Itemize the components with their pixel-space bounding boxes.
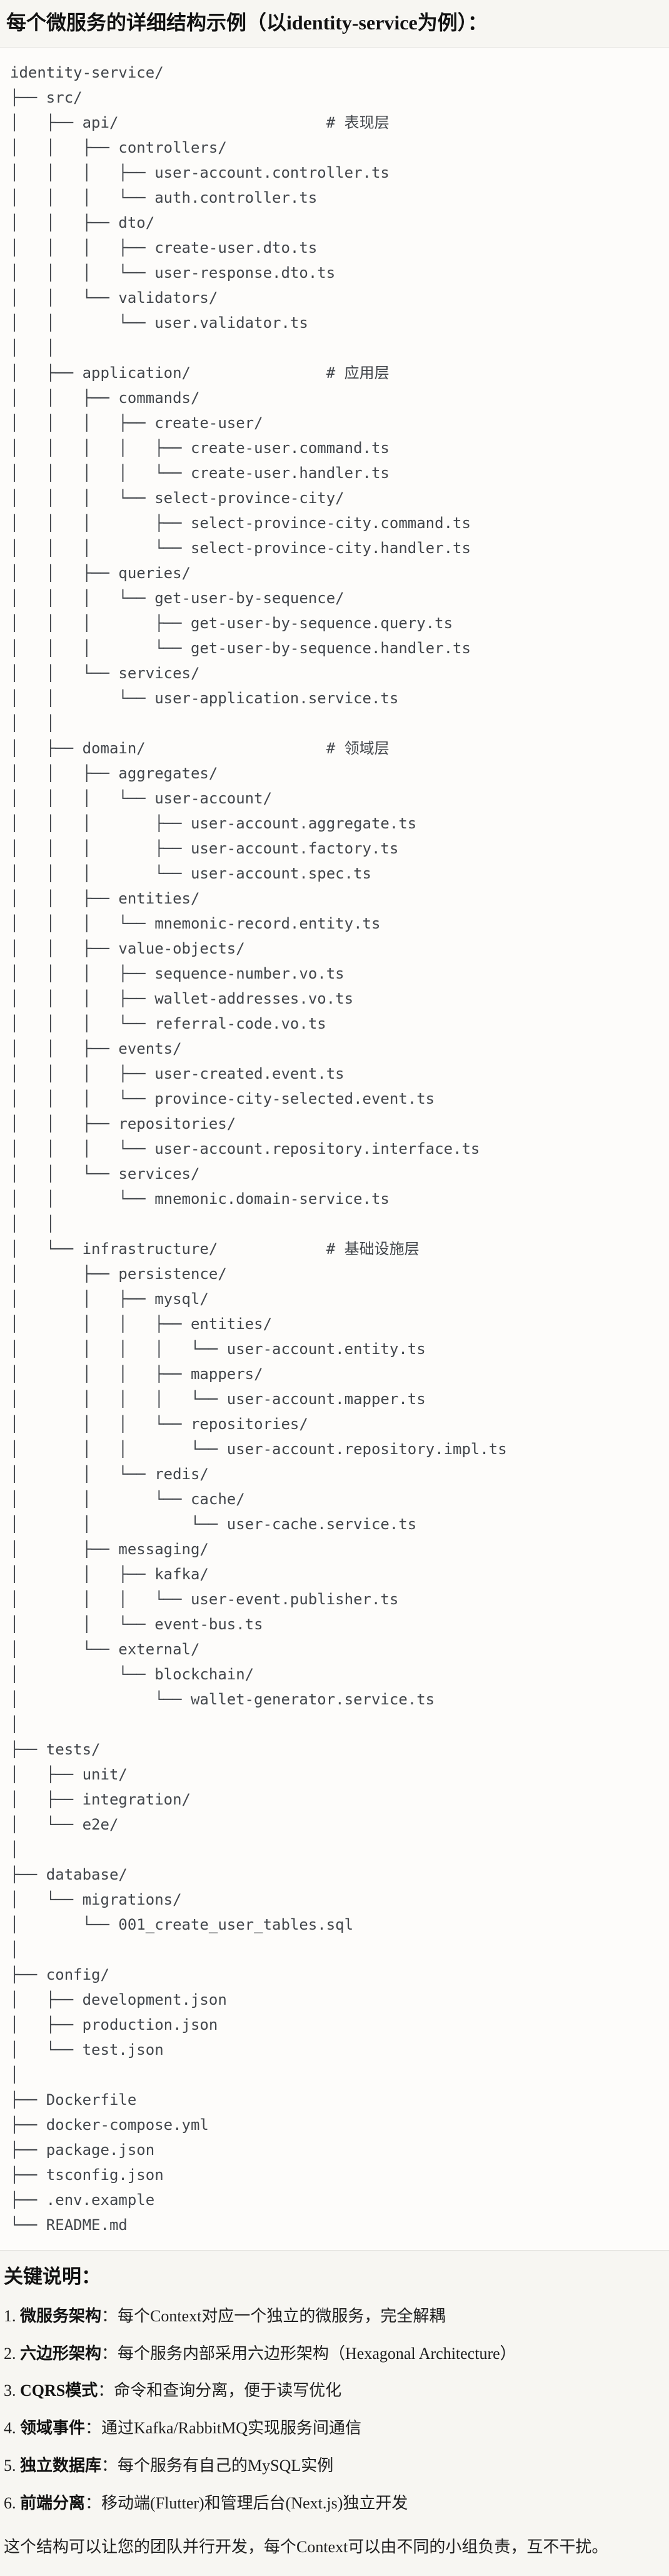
note-number: 6. — [4, 2493, 20, 2512]
note-item-microservices: 1. 微服务架构：每个Context对应一个独立的微服务，完全解耦 — [4, 2306, 663, 2327]
note-separator: ： — [101, 2306, 118, 2325]
note-item-frontend-separation: 6. 前端分离：移动端(Flutter)和管理后台(Next.js)独立开发 — [4, 2493, 663, 2514]
note-item-hexagonal: 2. 六边形架构：每个服务内部采用六边形架构（Hexagonal Archite… — [4, 2343, 663, 2365]
note-text: 命令和查询分离，便于读写优化 — [114, 2381, 342, 2400]
note-text: 每个服务内部采用六边形架构（Hexagonal Architecture） — [118, 2344, 516, 2363]
key-notes-heading: 关键说明： — [4, 2265, 101, 2288]
note-separator: ： — [101, 2456, 118, 2475]
note-label: CQRS模式 — [20, 2381, 98, 2400]
note-number: 1. — [4, 2306, 20, 2325]
note-text: 通过Kafka/RabbitMQ实现服务间通信 — [101, 2419, 361, 2438]
note-item-cqrs: 3. CQRS模式：命令和查询分离，便于读写优化 — [4, 2380, 663, 2401]
note-label: 前端分离 — [20, 2493, 86, 2512]
note-separator: ： — [85, 2419, 102, 2438]
note-number: 4. — [4, 2419, 20, 2438]
note-label: 独立数据库 — [20, 2456, 102, 2475]
note-number: 3. — [4, 2381, 20, 2400]
note-separator: ： — [101, 2344, 118, 2363]
note-separator: ： — [85, 2493, 102, 2512]
note-text: 每个Context对应一个独立的微服务，完全解耦 — [118, 2306, 446, 2325]
note-number: 2. — [4, 2344, 20, 2363]
note-item-independent-db: 5. 独立数据库：每个服务有自己的MySQL实例 — [4, 2455, 663, 2477]
note-label: 微服务架构 — [20, 2306, 102, 2325]
note-label: 领域事件 — [20, 2419, 86, 2438]
note-item-domain-events: 4. 领域事件：通过Kafka/RabbitMQ实现服务间通信 — [4, 2418, 663, 2439]
page-title: 每个微服务的详细结构示例（以identity-service为例）： — [6, 11, 488, 34]
key-notes-section: 关键说明： 1. 微服务架构：每个Context对应一个独立的微服务，完全解耦 … — [0, 2264, 669, 2569]
note-text: 每个服务有自己的MySQL实例 — [118, 2456, 334, 2475]
closing-paragraph: 这个结构可以让您的团队并行开发，每个Context可以由不同的小组负责，互不干扰… — [4, 2537, 608, 2556]
note-text: 移动端(Flutter)和管理后台(Next.js)独立开发 — [101, 2493, 408, 2512]
note-label: 六边形架构 — [20, 2344, 102, 2363]
directory-tree-code-block: identity-service/ ├── src/ │ ├── api/ # … — [0, 46, 669, 2251]
note-number: 5. — [4, 2456, 20, 2475]
note-separator: ： — [98, 2381, 114, 2400]
